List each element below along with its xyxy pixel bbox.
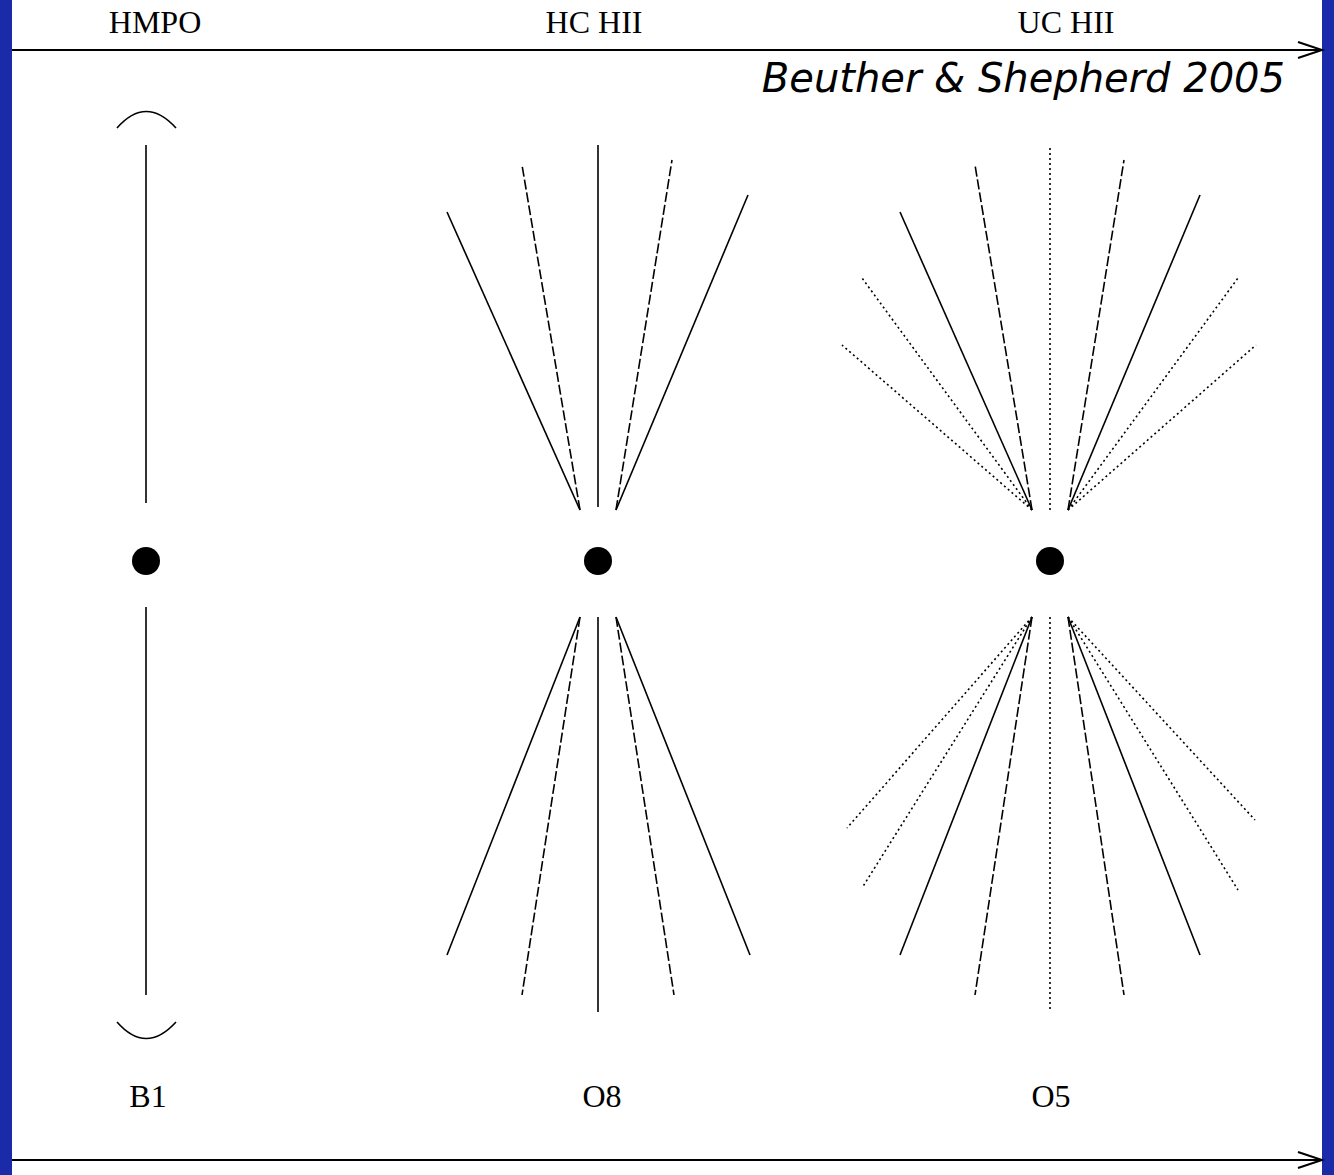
time-axes — [12, 42, 1322, 1168]
stage-label: UC HII — [1018, 6, 1115, 38]
hmpo-jet — [117, 112, 176, 1039]
citation: Beuther & Shepherd 2005 — [762, 58, 1285, 98]
slide-ground — [12, 0, 1322, 1175]
protostar-dot — [1036, 547, 1064, 575]
protostar-dot — [132, 547, 160, 575]
protostar-dot — [584, 547, 612, 575]
hchii-outflow — [447, 145, 750, 1012]
stage-label: HC HII — [546, 6, 643, 38]
uchii-outflow — [842, 148, 1256, 1012]
spectral-type: B1 — [129, 1080, 166, 1112]
spectral-type: O8 — [582, 1080, 621, 1112]
stage-label: HMPO — [109, 6, 201, 38]
spectral-type: O5 — [1031, 1080, 1070, 1112]
